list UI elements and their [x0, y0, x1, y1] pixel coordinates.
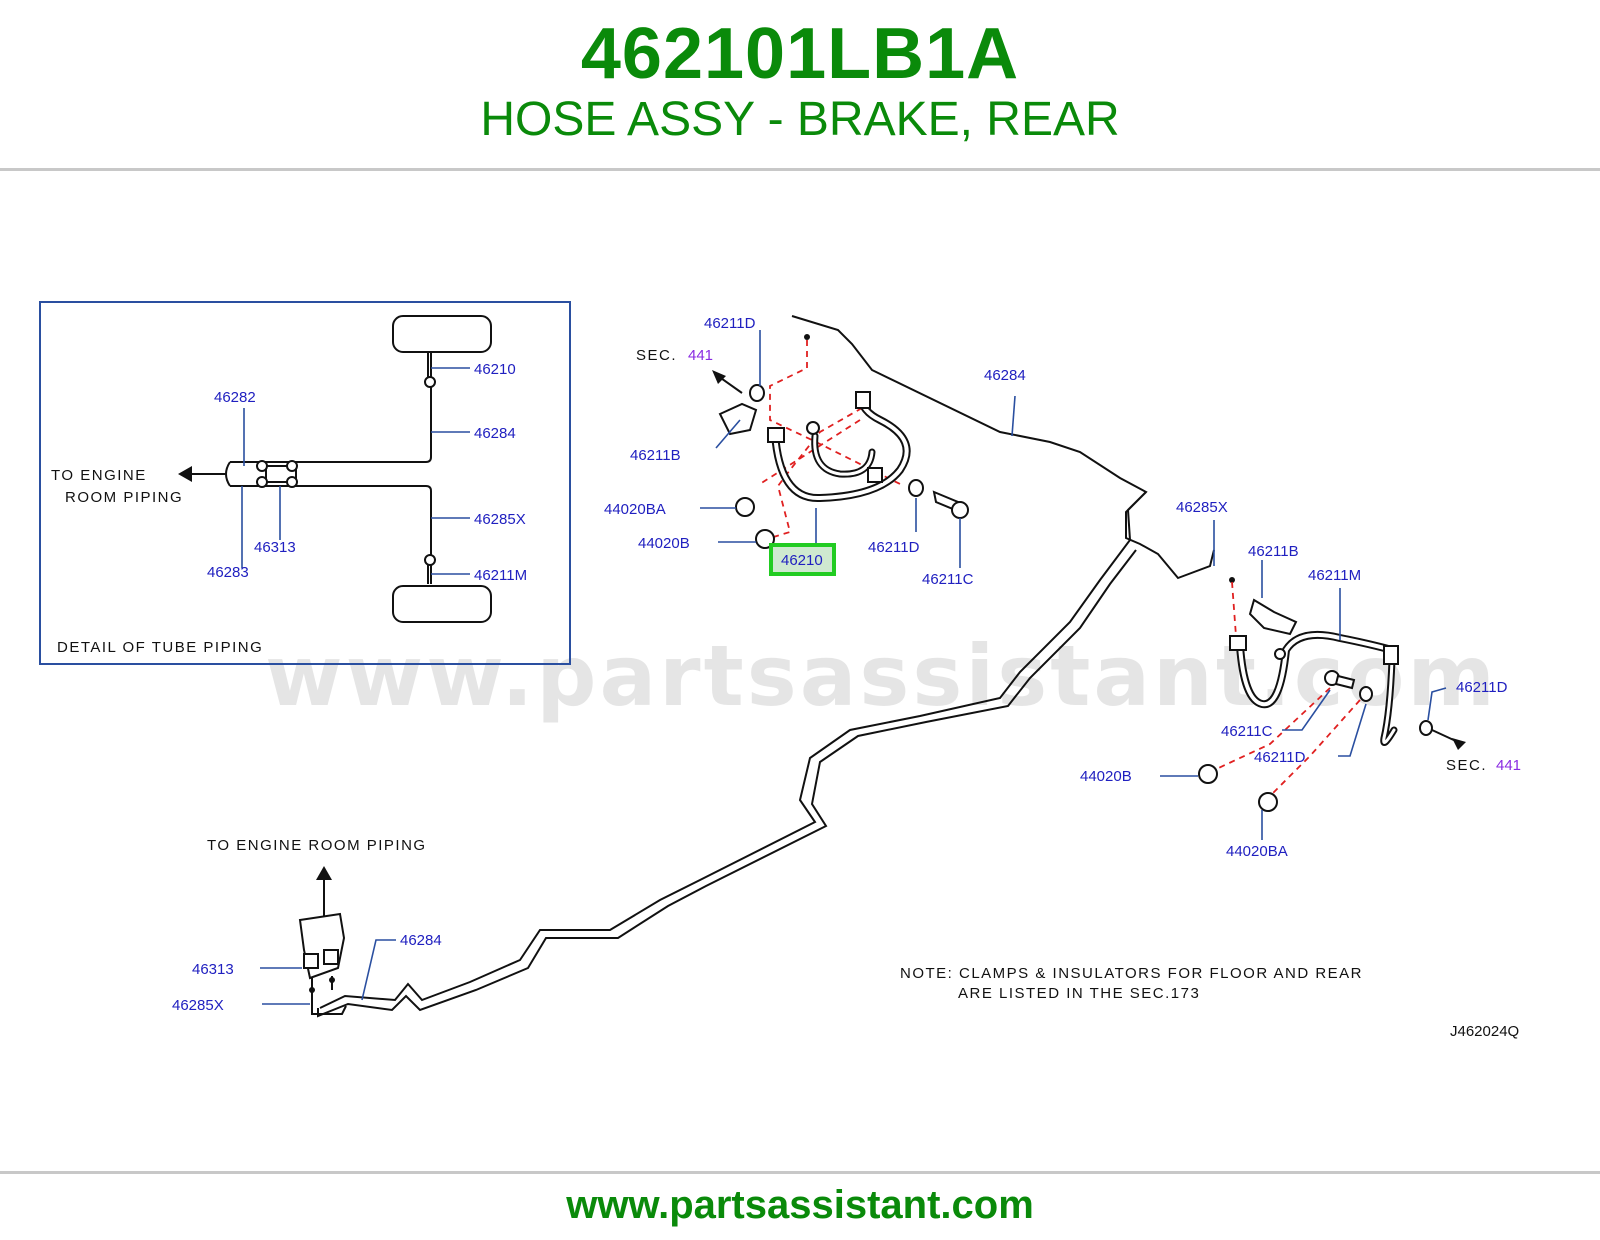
detail-joint-top	[424, 376, 436, 388]
label-46285x-lower: 46285X	[172, 997, 224, 1014]
label-46211d-lower: 46211D	[1254, 749, 1306, 766]
right-washer-1	[1359, 686, 1373, 702]
lower-left-leaders	[260, 939, 396, 1005]
part-number-title: 462101LB1A	[580, 14, 1020, 94]
upper-left-hose-assembly: 46211D SEC. 441 46211B 44020BA 44020B 46…	[604, 315, 974, 588]
watermark-text: www.partsassistant.com	[265, 627, 1498, 725]
washer-top	[749, 384, 765, 402]
dash-right-2	[1209, 687, 1331, 773]
leader-46284-main	[1011, 395, 1016, 437]
to-engine-line1: TO ENGINE	[51, 467, 147, 484]
sec-441-right[interactable]: 441	[1496, 757, 1521, 774]
label-46313: 46313	[254, 539, 296, 556]
label-46284: 46284	[474, 425, 516, 442]
tube-parallel	[317, 549, 1137, 1018]
right-bolt	[1334, 674, 1356, 690]
label-46211m: 46211M	[474, 567, 527, 584]
wheel-front	[392, 315, 492, 353]
label-46211d-bottom: 46211D	[868, 539, 920, 556]
right-washer-2	[1419, 720, 1433, 736]
label-44020b-left: 44020B	[638, 535, 690, 552]
main-brake-tube: 46284	[317, 315, 1215, 1018]
clip-46211b	[718, 402, 758, 436]
label-46285x: 46285X	[474, 511, 526, 528]
connector-port-a	[303, 953, 319, 969]
label-46211d-top: 46211D	[704, 315, 756, 332]
label-46211m-right: 46211M	[1308, 567, 1361, 584]
note-line1: NOTE: CLAMPS & INSULATORS FOR FLOOR AND …	[900, 965, 1363, 982]
detail-leaders	[241, 367, 470, 575]
bolt-head	[951, 501, 969, 519]
hose-end-fitting	[767, 427, 785, 443]
label-46211c-right: 46211C	[1221, 723, 1273, 740]
detail-title: DETAIL OF TUBE PIPING	[57, 639, 263, 656]
right-banjo	[1274, 648, 1286, 660]
label-46284-main: 46284	[984, 367, 1026, 384]
detail-of-tube-piping: 46210 46284 46282 46313 46283 46285X 462…	[39, 301, 571, 665]
wheel-rear	[392, 585, 492, 623]
tube-branch-rear	[1125, 491, 1215, 580]
dash-guide-2	[769, 407, 863, 539]
dash-right-1	[1231, 581, 1237, 637]
header-divider	[0, 168, 1600, 171]
label-46285x-right: 46285X	[1176, 499, 1228, 516]
label-46313-lower: 46313	[192, 961, 234, 978]
label-46284-lower: 46284	[400, 932, 442, 949]
detail-pipe-bottom	[300, 485, 432, 584]
to-engine-room-lower: TO ENGINE ROOM PIPING	[207, 837, 427, 854]
sec-text-right: SEC.	[1446, 757, 1487, 774]
detail-joint-bottom	[424, 554, 436, 566]
lower-left-junction: TO ENGINE ROOM PIPING 46313 46285X 46284	[172, 837, 442, 1015]
label-44020ba-left: 44020BA	[604, 501, 666, 518]
dash-right-3	[1265, 699, 1361, 801]
detail-pipe-top	[300, 352, 432, 463]
right-hose-bracket	[1383, 645, 1399, 665]
dash-guide-1	[769, 340, 901, 485]
footer-divider	[0, 1171, 1600, 1174]
label-46211d-right: 46211D	[1456, 679, 1508, 696]
right-nut-44020ba	[1258, 792, 1278, 812]
dash-guide-3	[759, 419, 861, 485]
connector-port-b	[323, 949, 339, 965]
label-46211c-left: 46211C	[922, 571, 974, 588]
right-leaders	[1160, 520, 1447, 840]
label-44020b-right: 44020B	[1080, 768, 1132, 785]
arrow-up-to-engine-icon	[316, 866, 332, 880]
part-name-subtitle: HOSE ASSY - BRAKE, REAR	[480, 93, 1120, 146]
arrow-to-engine-icon	[178, 466, 192, 482]
right-hose-assembly: 46285X 46211B 46211M 46211D 46211C 46211…	[1080, 499, 1521, 860]
washer-right	[908, 479, 924, 497]
detail-fitting-d	[286, 476, 298, 488]
right-nut-44020b	[1198, 764, 1218, 784]
sec-441-left[interactable]: 441	[688, 347, 713, 364]
note-line2: ARE LISTED IN THE SEC.173	[958, 985, 1200, 1002]
detail-frame	[39, 301, 571, 665]
nut-44020ba	[735, 497, 755, 517]
label-46283: 46283	[207, 564, 249, 581]
label-46210: 46210	[474, 361, 516, 378]
banjo-fitting	[806, 421, 820, 435]
right-hose-end-fitting	[1229, 635, 1247, 651]
hose-clip	[867, 467, 883, 483]
highlight-46210-box[interactable]	[769, 543, 836, 576]
detail-fitting-b	[256, 476, 268, 488]
label-46211b-left: 46211B	[630, 447, 681, 464]
diagram-code: J462024Q	[1450, 1023, 1519, 1040]
detail-fitting-a	[256, 460, 268, 472]
page-header: 462101LB1A HOSE ASSY - BRAKE, REAR	[0, 0, 1600, 168]
footer-url-link[interactable]: www.partsassistant.com	[566, 1183, 1034, 1227]
detail-fitting-c	[286, 460, 298, 472]
label-46211b-right: 46211B	[1248, 543, 1299, 560]
hose-end-bracket	[855, 391, 871, 409]
label-44020ba-right: 44020BA	[1226, 843, 1288, 860]
right-clip-46211b	[1248, 598, 1298, 636]
label-46210-highlighted[interactable]: 46210	[781, 552, 823, 569]
to-engine-line2: ROOM PIPING	[65, 489, 183, 506]
upper-left-leaders	[700, 330, 961, 568]
label-46282: 46282	[214, 389, 256, 406]
sec-text-left: SEC.	[636, 347, 677, 364]
